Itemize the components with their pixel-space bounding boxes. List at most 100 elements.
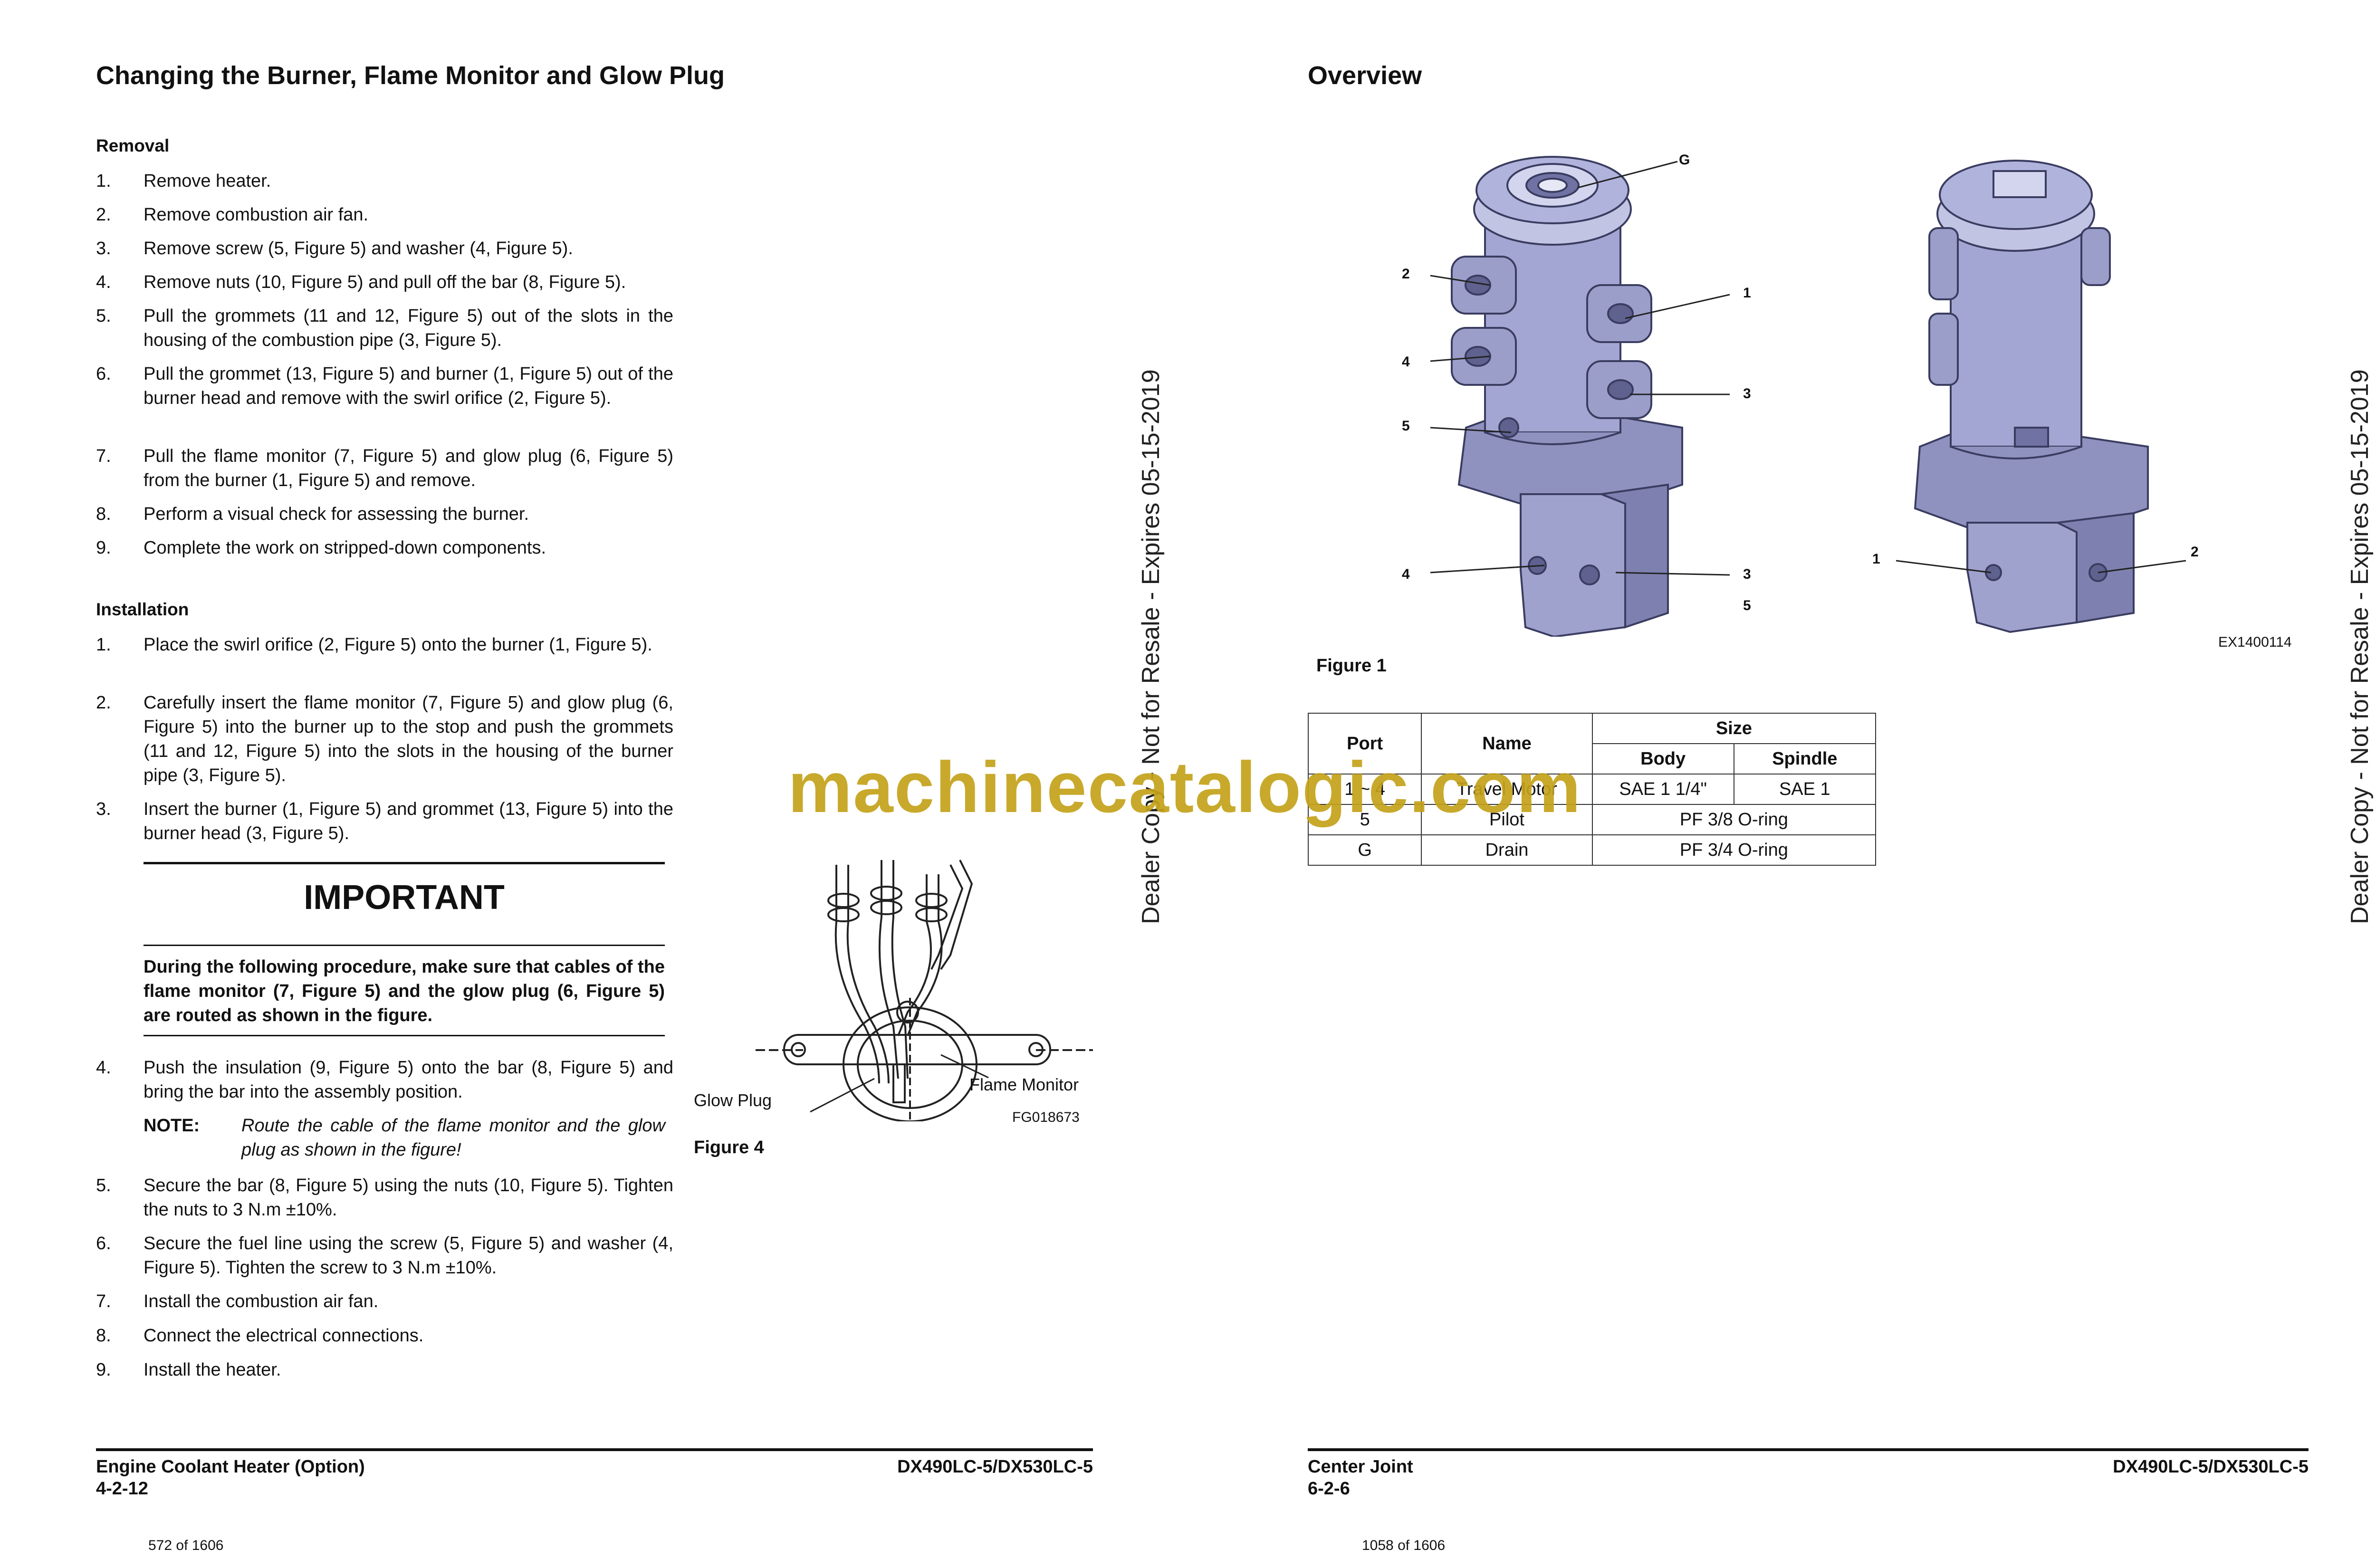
removal-heading: Removal bbox=[96, 136, 170, 155]
flame-monitor-label: Flame Monitor bbox=[969, 1075, 1079, 1094]
step-number: 4. bbox=[96, 1058, 111, 1078]
callout-3-lower: 3 bbox=[1743, 566, 1751, 582]
callout-4: 4 bbox=[1402, 354, 1410, 370]
step-number: 5. bbox=[96, 306, 111, 326]
center-joint-drawing bbox=[1451, 156, 1683, 637]
step-number: 2. bbox=[96, 693, 111, 713]
cell-port: G bbox=[1307, 834, 1422, 866]
header-spindle: Spindle bbox=[1733, 743, 1877, 774]
step-text: Pull the grommet (13, Figure 5) and burn… bbox=[144, 364, 673, 408]
figure-4-caption: Figure 4 bbox=[694, 1138, 764, 1157]
note-text: Route the cable of the flame monitor and… bbox=[241, 1116, 665, 1160]
step-text: Complete the work on stripped-down compo… bbox=[144, 538, 546, 558]
callout-G: G bbox=[1679, 152, 1690, 168]
overview-title: Overview bbox=[1308, 61, 1422, 90]
center-joint-rear-drawing bbox=[1914, 160, 2149, 633]
step-text: Remove nuts (10, Figure 5) and pull off … bbox=[144, 272, 626, 292]
figure-1-code: EX1400114 bbox=[2218, 634, 2292, 650]
step-text: Remove heater. bbox=[144, 171, 271, 191]
installation-heading: Installation bbox=[96, 600, 189, 619]
step-number: 8. bbox=[96, 1326, 111, 1346]
step-number: 2. bbox=[96, 205, 111, 225]
step-number: 7. bbox=[96, 446, 111, 466]
callout-4-lower: 4 bbox=[1402, 566, 1410, 582]
figure-4-code: FG018673 bbox=[1012, 1109, 1080, 1125]
step-number: 1. bbox=[96, 171, 111, 191]
callout-lines-rear bbox=[1896, 560, 2186, 574]
step-text: Remove combustion air fan. bbox=[144, 205, 369, 225]
step-text: Install the combustion air fan. bbox=[144, 1291, 379, 1311]
table-header-row: Port Name Size bbox=[1307, 713, 1877, 774]
note-label: NOTE: bbox=[144, 1116, 200, 1136]
step-number: 6. bbox=[96, 364, 111, 384]
step-text: Place the swirl orifice (2, Figure 5) on… bbox=[144, 635, 652, 655]
header-body: Body bbox=[1591, 743, 1734, 774]
table-row: 1 ~ 4 Travel Motor SAE 1 1/4" SAE 1 bbox=[1307, 774, 1877, 805]
callout-5: 5 bbox=[1402, 418, 1410, 434]
step-text: Pull the flame monitor (7, Figure 5) and… bbox=[144, 446, 673, 490]
step-number: 1. bbox=[96, 635, 111, 655]
callout-3: 3 bbox=[1743, 386, 1751, 402]
glow-plug-label: Glow Plug bbox=[694, 1090, 772, 1110]
important-bottom-rule bbox=[144, 1035, 665, 1036]
header-size: Size bbox=[1591, 713, 1877, 744]
step-number: 5. bbox=[96, 1176, 111, 1195]
page-counter: 572 of 1606 bbox=[148, 1538, 224, 1553]
important-title: IMPORTANT bbox=[304, 879, 505, 917]
cell-size: PF 3/4 O-ring bbox=[1591, 834, 1877, 866]
step-text: Remove screw (5, Figure 5) and washer (4… bbox=[144, 239, 573, 258]
step-text: Pull the grommets (11 and 12, Figure 5) … bbox=[144, 306, 673, 350]
step-number: 6. bbox=[96, 1233, 111, 1253]
cell-port: 1 ~ 4 bbox=[1307, 774, 1422, 805]
callout-rear-1: 1 bbox=[1872, 551, 1880, 567]
important-text: During the following procedure, make sur… bbox=[144, 957, 665, 1025]
header-port: Port bbox=[1307, 713, 1422, 774]
step-text: Install the heater. bbox=[144, 1360, 281, 1380]
footer-chapter-title: Engine Coolant Heater (Option) bbox=[96, 1457, 365, 1477]
footer-chapter-title: Center Joint bbox=[1308, 1457, 1413, 1477]
side-watermark-right: Dealer Copy - Not for Resale - Expires 0… bbox=[2346, 369, 2374, 924]
cell-size: PF 3/8 O-ring bbox=[1591, 804, 1877, 835]
step-number: 3. bbox=[96, 799, 111, 819]
cell-body: SAE 1 1/4" bbox=[1591, 774, 1734, 805]
callout-lines bbox=[1430, 161, 1730, 576]
header-name: Name bbox=[1421, 713, 1593, 774]
table-subheader-row: Body Spindle bbox=[1308, 743, 1877, 774]
callout-2: 2 bbox=[1402, 266, 1410, 282]
step-number: 7. bbox=[96, 1291, 111, 1311]
table-row: 5 Pilot PF 3/8 O-ring bbox=[1307, 804, 1877, 835]
step-text: Connect the electrical connections. bbox=[144, 1326, 424, 1346]
figure-1-caption: Figure 1 bbox=[1316, 656, 1387, 676]
step-text: Secure the bar (8, Figure 5) using the n… bbox=[144, 1176, 673, 1220]
cell-name: Drain bbox=[1421, 834, 1593, 866]
step-number: 4. bbox=[96, 272, 111, 292]
cell-name: Travel Motor bbox=[1421, 774, 1593, 805]
step-text: Push the insulation (9, Figure 5) onto t… bbox=[144, 1058, 673, 1102]
table-row: G Drain PF 3/4 O-ring bbox=[1307, 834, 1877, 866]
callout-5-lower: 5 bbox=[1743, 598, 1751, 613]
footer-rule-right bbox=[1308, 1448, 2309, 1451]
cell-spindle: SAE 1 bbox=[1733, 774, 1877, 805]
cell-port: 5 bbox=[1307, 804, 1422, 835]
step-number: 3. bbox=[96, 239, 111, 258]
footer-model: DX490LC-5/DX530LC-5 bbox=[897, 1457, 1093, 1477]
site-watermark: machinecatalogic.com bbox=[788, 747, 1582, 828]
step-number: 8. bbox=[96, 504, 111, 524]
page-title: Changing the Burner, Flame Monitor and G… bbox=[96, 61, 725, 90]
step-text: Carefully insert the flame monitor (7, F… bbox=[144, 693, 673, 785]
callout-rear-2: 2 bbox=[2191, 544, 2199, 560]
figure-4-drawing bbox=[756, 860, 1093, 1121]
step-number: 9. bbox=[96, 538, 111, 558]
important-mid-rule bbox=[144, 945, 665, 946]
footer-page-number: 6-2-6 bbox=[1308, 1479, 1350, 1499]
important-top-rule bbox=[144, 862, 665, 864]
step-text: Insert the burner (1, Figure 5) and grom… bbox=[144, 799, 673, 843]
step-text: Perform a visual check for assessing the… bbox=[144, 504, 529, 524]
footer-rule-left bbox=[96, 1448, 1093, 1451]
cell-name: Pilot bbox=[1421, 804, 1593, 835]
callout-1: 1 bbox=[1743, 285, 1751, 301]
step-text: Secure the fuel line using the screw (5,… bbox=[144, 1233, 673, 1278]
page-counter: 1058 of 1606 bbox=[1362, 1538, 1446, 1553]
footer-page-number: 4-2-12 bbox=[96, 1479, 148, 1499]
footer-model: DX490LC-5/DX530LC-5 bbox=[2113, 1457, 2309, 1477]
